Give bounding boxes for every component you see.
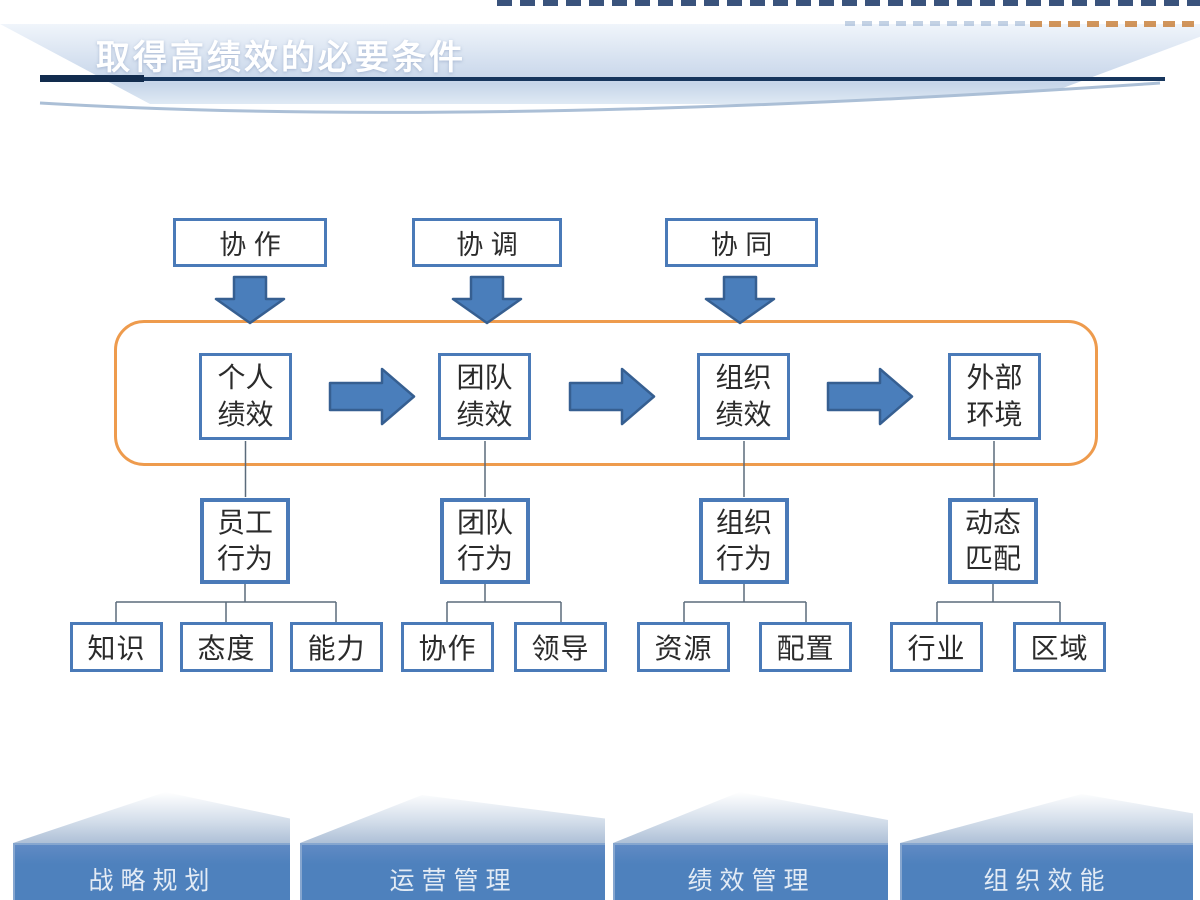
footer-panel-label: 绩效管理 bbox=[687, 868, 816, 895]
factor-box-region: 区域 bbox=[1013, 622, 1106, 672]
connector-elbow-group3 bbox=[683, 584, 807, 622]
factor-box-industry: 行业 bbox=[890, 622, 983, 672]
behavior-box-organization: 组织 行为 bbox=[699, 498, 789, 584]
footer-panel-roof bbox=[900, 794, 1193, 843]
connector-elbow-group1 bbox=[115, 584, 337, 622]
factor-box-resources: 资源 bbox=[637, 622, 730, 672]
factor-box-collaboration: 协作 bbox=[401, 622, 494, 672]
header-underline-cap bbox=[40, 75, 144, 82]
header-swoosh-arc bbox=[39, 81, 1200, 137]
connector-elbow-group4 bbox=[936, 584, 1061, 622]
footer-panel-label: 组织效能 bbox=[983, 868, 1112, 895]
factor-box-leadership: 领导 bbox=[514, 622, 607, 672]
chain-box-individual-performance: 个人 绩效 bbox=[199, 353, 292, 440]
footer-panel-strategy: 战略规划 bbox=[13, 843, 290, 900]
factor-box-attitude: 态度 bbox=[180, 622, 273, 672]
cropped-text-fragments-top bbox=[497, 0, 1200, 6]
header-band bbox=[0, 24, 1200, 104]
factor-box-ability: 能力 bbox=[290, 622, 383, 672]
down-arrow-icon bbox=[451, 275, 523, 325]
cropped-text-fragments-orange bbox=[1030, 21, 1198, 27]
condition-box-collaboration: 协 作 bbox=[173, 218, 327, 267]
slide-title: 取得高绩效的必要条件 bbox=[96, 39, 466, 77]
behavior-box-dynamic-match: 动态 匹配 bbox=[948, 498, 1038, 584]
factor-box-knowledge: 知识 bbox=[70, 622, 163, 672]
footer-panel-operations: 运营管理 bbox=[300, 843, 605, 900]
footer-panel-roof bbox=[13, 792, 290, 843]
footer-panel-performance: 绩效管理 bbox=[613, 843, 888, 900]
footer-panel-label: 战略规划 bbox=[88, 868, 217, 895]
chain-box-org-performance: 组织 绩效 bbox=[697, 353, 790, 440]
down-arrow-icon bbox=[704, 275, 776, 325]
chain-box-team-performance: 团队 绩效 bbox=[438, 353, 531, 440]
connector-elbow-group2 bbox=[446, 584, 562, 622]
down-arrow-icon bbox=[214, 275, 286, 325]
behavior-box-team: 团队 行为 bbox=[440, 498, 530, 584]
footer-panel-roof bbox=[300, 795, 605, 843]
footer-panel-label: 运营管理 bbox=[389, 868, 518, 895]
footer-panel-org-effectiveness: 组织效能 bbox=[900, 843, 1193, 900]
swoosh-stroke bbox=[39, 81, 1161, 114]
chain-box-external-environment: 外部 环境 bbox=[948, 353, 1041, 440]
factor-box-allocation: 配置 bbox=[759, 622, 852, 672]
footer-panel-roof bbox=[613, 792, 888, 843]
cropped-text-fragments-blue bbox=[845, 21, 1030, 26]
condition-box-synergy: 协 同 bbox=[665, 218, 818, 267]
header-underline bbox=[140, 77, 1165, 81]
condition-box-coordination: 协 调 bbox=[412, 218, 562, 267]
behavior-box-employee: 员工 行为 bbox=[200, 498, 290, 584]
